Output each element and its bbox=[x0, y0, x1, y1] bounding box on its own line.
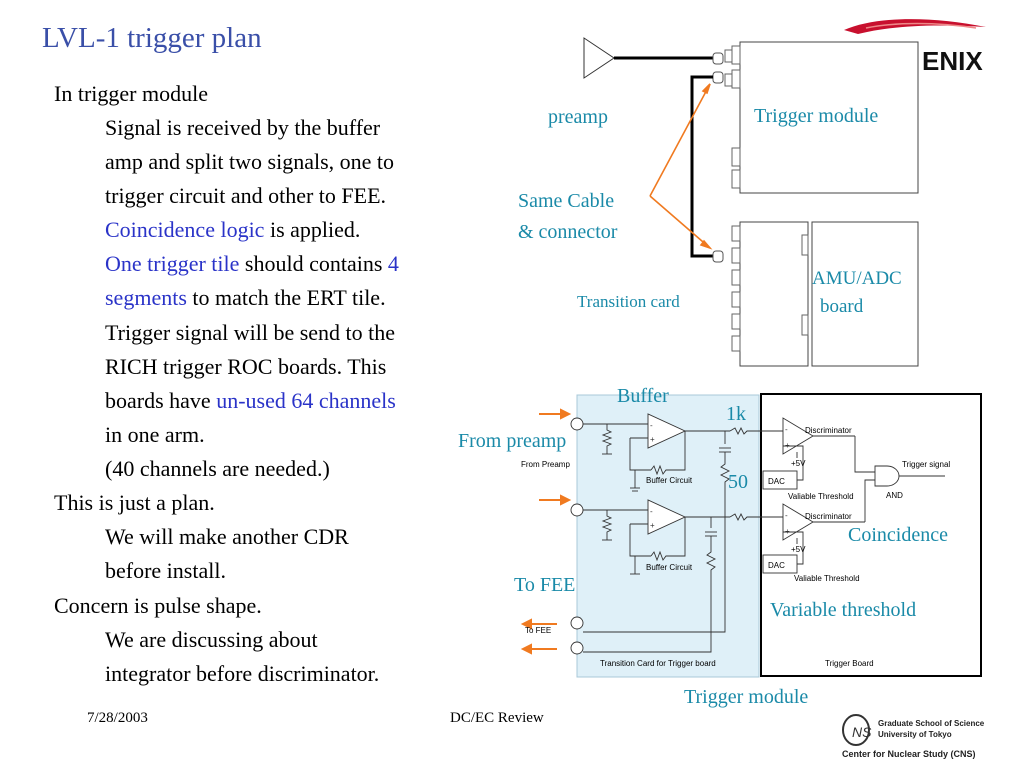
preamp-label: preamp bbox=[548, 106, 608, 128]
bullet-level2: amp and split two signals, one to bbox=[105, 149, 395, 174]
cns-logo: NS Graduate School of Science University… bbox=[842, 714, 985, 759]
page-title: LVL-1 trigger plan bbox=[42, 22, 262, 54]
svg-text:-: - bbox=[785, 511, 788, 520]
trigger-module-bottom-label: Trigger module bbox=[684, 686, 809, 708]
connector-label: & connector bbox=[518, 221, 618, 243]
highlight-segments: segments bbox=[105, 285, 187, 310]
svg-text:Graduate School of Science: Graduate School of Science bbox=[878, 719, 985, 728]
bullet-level2: Signal is received by the buffer bbox=[105, 115, 381, 140]
svg-text:-: - bbox=[650, 421, 653, 430]
connector bbox=[712, 250, 724, 263]
trigger-module-label: Trigger module bbox=[754, 105, 879, 127]
transition-card-area bbox=[576, 394, 760, 678]
svg-text:-: - bbox=[785, 425, 788, 434]
bullet-level2: before install. bbox=[105, 558, 226, 583]
buffer-circuit-small: Buffer Circuit bbox=[646, 476, 693, 485]
transition-card-box bbox=[739, 221, 809, 367]
bullet-level1: This is just a plan. bbox=[54, 490, 215, 515]
svg-text:+: + bbox=[785, 441, 790, 450]
amu-adc-label: AMU/ADC bbox=[812, 268, 902, 289]
transition-card-small: Transition Card for Trigger board bbox=[600, 659, 716, 668]
and-small: AND bbox=[886, 491, 903, 500]
trigger-module-box bbox=[739, 41, 919, 194]
discriminator-small: Discriminator bbox=[805, 512, 852, 521]
variable-threshold-label: Variable threshold bbox=[770, 599, 917, 621]
preamp-triangle bbox=[583, 37, 615, 79]
bullet-level2: integrator before discriminator. bbox=[105, 661, 380, 686]
bullet-level2: We are discussing about bbox=[105, 627, 318, 652]
dac-small: DAC bbox=[768, 477, 785, 486]
coincidence-label: Coincidence bbox=[848, 524, 948, 546]
circuit-diagram: - + - + - + - + bbox=[520, 393, 982, 678]
highlight-coincidence: Coincidence logic bbox=[105, 217, 265, 242]
from-preamp-small: From Preamp bbox=[521, 460, 570, 469]
bullet-level1: In trigger module bbox=[54, 81, 208, 106]
resistor-1k-label: 1k bbox=[726, 403, 746, 425]
discriminator-small: Discriminator bbox=[805, 426, 852, 435]
highlight-trigger-tile: One trigger tile bbox=[105, 251, 240, 276]
amu-adc-box bbox=[811, 221, 919, 367]
svg-text:+: + bbox=[785, 527, 790, 536]
footer-date: 7/28/2003 bbox=[87, 710, 148, 726]
resistor-50-label: 50 bbox=[728, 471, 748, 493]
bullet-level2: (40 channels are needed.) bbox=[105, 456, 330, 481]
bullet-level2: Trigger signal will be send to the bbox=[105, 320, 396, 345]
bullet-level2: One trigger tile should contains 4 bbox=[105, 251, 399, 276]
bullet-level2: We will make another CDR bbox=[105, 524, 349, 549]
svg-text:+: + bbox=[650, 521, 655, 530]
footer-center: DC/EC Review bbox=[450, 710, 544, 726]
bullet-level2: segments to match the ERT tile. bbox=[105, 285, 386, 310]
bullet-level2: RICH trigger ROC boards. This bbox=[105, 354, 387, 379]
transition-card-label: Transition card bbox=[577, 292, 680, 311]
plus5v-small: +5V bbox=[791, 459, 806, 468]
bullet-level2: trigger circuit and other to FEE. bbox=[105, 183, 387, 208]
bullet-level2: in one arm. bbox=[105, 422, 205, 447]
trigger-signal-small: Trigger signal bbox=[902, 460, 951, 469]
buffer-label: Buffer bbox=[617, 385, 669, 407]
to-fee-label: To FEE bbox=[514, 574, 576, 596]
top-diagram bbox=[583, 37, 919, 367]
valiable-threshold-small: Valiable Threshold bbox=[788, 492, 854, 501]
valiable-threshold-small: Valiable Threshold bbox=[794, 574, 860, 583]
bullet-level2: boards have un-used 64 channels bbox=[105, 388, 396, 413]
board-label: board bbox=[820, 296, 864, 317]
plus5v-small: +5V bbox=[791, 545, 806, 554]
connector bbox=[712, 71, 724, 84]
to-fee-small: To FEE bbox=[525, 626, 552, 635]
svg-text:+: + bbox=[650, 435, 655, 444]
svg-text:Center for Nuclear Study (CNS): Center for Nuclear Study (CNS) bbox=[842, 749, 976, 759]
bullet-level1: Concern is pulse shape. bbox=[54, 593, 262, 618]
bullet-level2: Coincidence logic is applied. bbox=[105, 217, 361, 242]
buffer-circuit-small: Buffer Circuit bbox=[646, 563, 693, 572]
from-preamp-label: From preamp bbox=[458, 430, 567, 452]
phenix-logo-text: ENIX bbox=[922, 46, 983, 76]
trigger-board-small: Trigger Board bbox=[825, 659, 874, 668]
cable-line bbox=[690, 75, 713, 258]
svg-text:NS: NS bbox=[852, 724, 872, 740]
highlight-unused-channels: un-used 64 channels bbox=[216, 388, 396, 413]
same-cable-label: Same Cable bbox=[518, 190, 615, 212]
dac-small: DAC bbox=[768, 561, 785, 570]
connector bbox=[712, 52, 724, 65]
svg-text:University of Tokyo: University of Tokyo bbox=[878, 730, 952, 739]
svg-text:-: - bbox=[650, 507, 653, 516]
phenix-logo: ENIX bbox=[844, 19, 986, 76]
